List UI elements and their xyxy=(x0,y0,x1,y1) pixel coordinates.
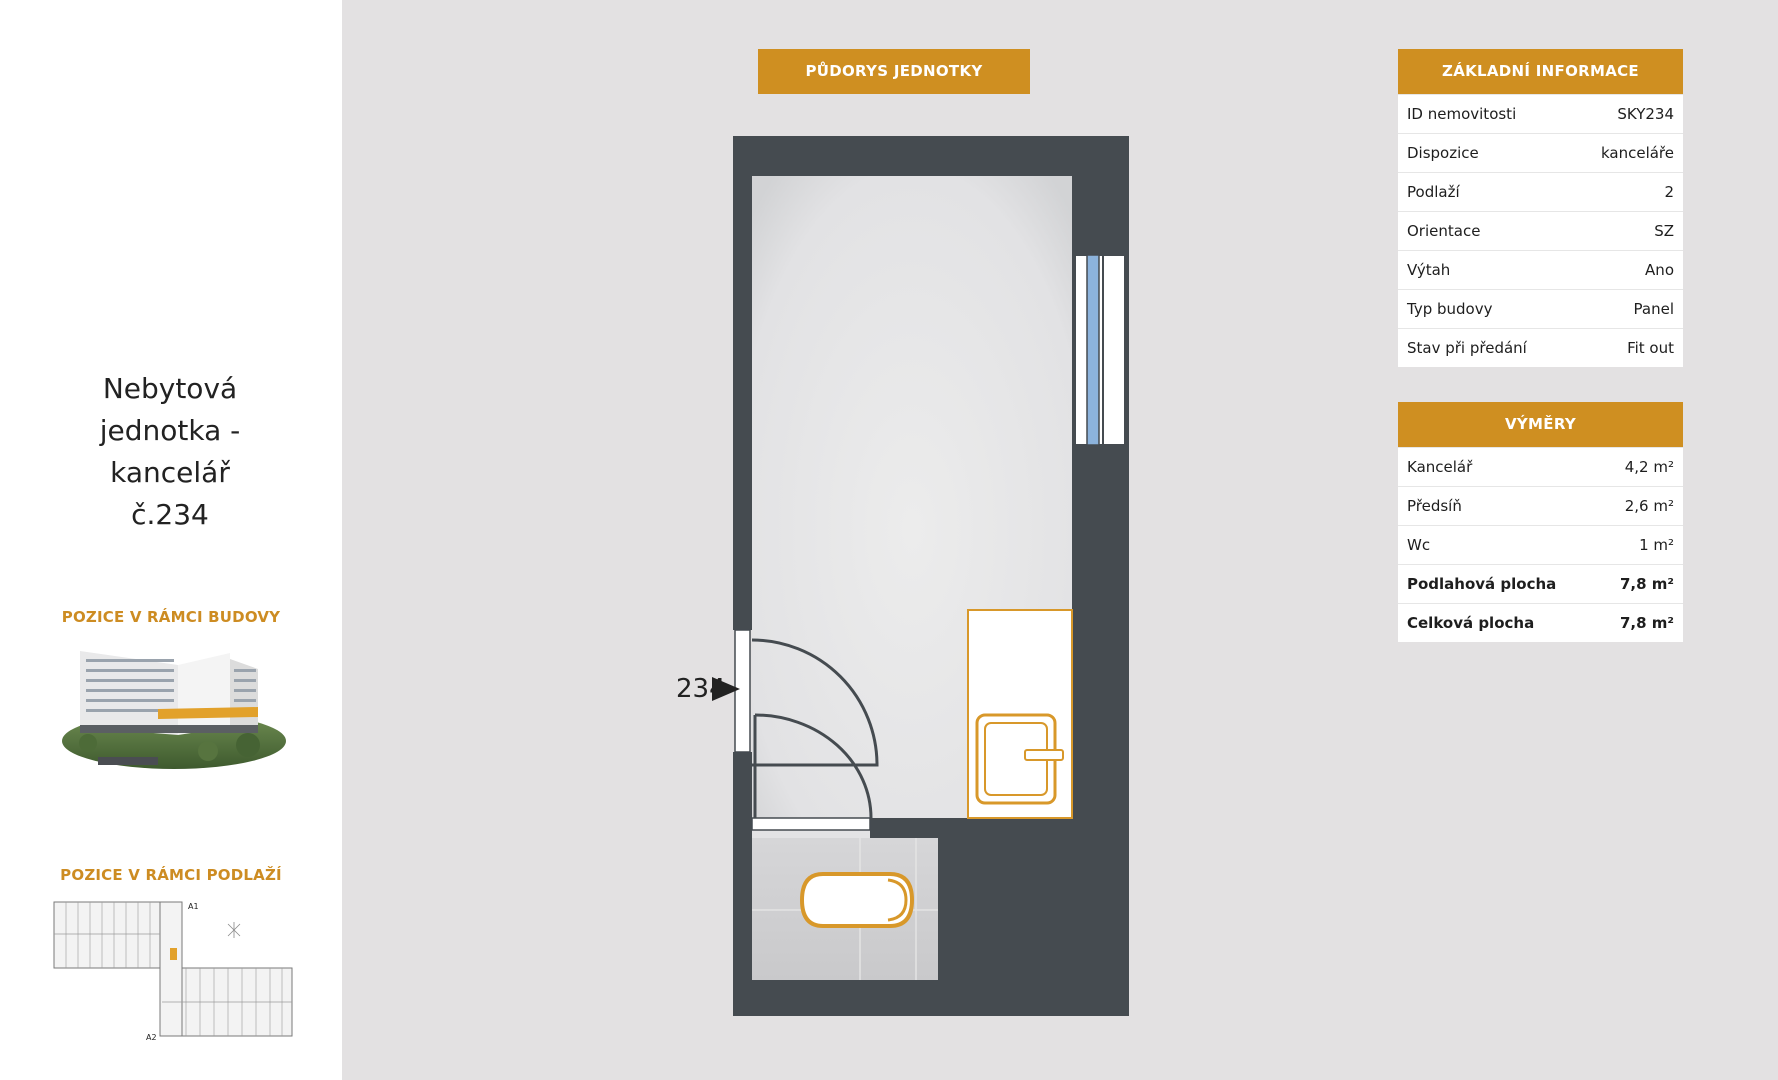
area-label: Podlahová plocha xyxy=(1407,575,1557,593)
entrance-arrow-icon xyxy=(712,677,740,701)
unit-title-line-3: kancelář xyxy=(110,456,230,489)
info-value: SKY234 xyxy=(1617,105,1674,123)
area-row-wc: Wc 1 m² xyxy=(1398,525,1683,564)
area-value: 1 m² xyxy=(1639,536,1674,554)
info-row-layout: Dispozice kanceláře xyxy=(1398,133,1683,172)
info-value: kanceláře xyxy=(1600,144,1674,162)
area-value: 7,8 m² xyxy=(1620,575,1674,593)
unit-floor-plan: 234 xyxy=(676,136,1129,1016)
window xyxy=(1074,254,1126,446)
info-row-floor: Podlaží 2 xyxy=(1398,172,1683,211)
areas-panel: VÝMĚRY Kancelář 4,2 m² Předsíň 2,6 m² Wc… xyxy=(1398,402,1683,642)
wing-a2-label: A2 xyxy=(146,1033,157,1042)
area-row-floor-area: Podlahová plocha 7,8 m² xyxy=(1398,564,1683,603)
info-label: Orientace xyxy=(1407,222,1481,240)
area-label: Celková plocha xyxy=(1407,614,1535,632)
area-label: Předsíň xyxy=(1407,497,1462,515)
info-value: 2 xyxy=(1664,183,1674,201)
unit-title-line-4: č.234 xyxy=(131,498,209,531)
info-value: Ano xyxy=(1645,261,1674,279)
floor-plan-thumbnail[interactable]: A1 A2 xyxy=(50,898,296,1042)
info-label: Stav při předání xyxy=(1407,339,1527,357)
info-label: ID nemovitosti xyxy=(1407,105,1517,123)
info-label: Podlaží xyxy=(1407,183,1460,201)
info-value: Fit out xyxy=(1627,339,1674,357)
building-thumbnail[interactable] xyxy=(58,645,290,773)
compass-icon xyxy=(227,922,241,938)
info-row-id: ID nemovitosti SKY234 xyxy=(1398,94,1683,133)
wc-door-swing xyxy=(754,713,873,819)
info-row-handover-state: Stav při předání Fit out xyxy=(1398,328,1683,367)
sidebar: Nebytová jednotka - kancelář č.234 POZIC… xyxy=(0,0,342,1080)
info-value: SZ xyxy=(1654,222,1674,240)
info-value: Panel xyxy=(1633,300,1674,318)
area-row-office: Kancelář 4,2 m² xyxy=(1398,447,1683,486)
area-value: 7,8 m² xyxy=(1620,614,1674,632)
unit-title: Nebytová jednotka - kancelář č.234 xyxy=(20,368,320,536)
wing-a1-label: A1 xyxy=(188,902,199,911)
basic-info-header: ZÁKLADNÍ INFORMACE xyxy=(1398,49,1683,94)
areas-header: VÝMĚRY xyxy=(1398,402,1683,447)
info-row-orientation: Orientace SZ xyxy=(1398,211,1683,250)
area-label: Kancelář xyxy=(1407,458,1473,476)
area-label: Wc xyxy=(1407,536,1431,554)
area-row-total-area: Celková plocha 7,8 m² xyxy=(1398,603,1683,642)
area-value: 2,6 m² xyxy=(1624,497,1674,515)
floor-position-label: POZICE V RÁMCI PODLAŽÍ xyxy=(60,866,282,884)
building-position-label: POZICE V RÁMCI BUDOVY xyxy=(61,608,281,626)
area-row-hallway: Předsíň 2,6 m² xyxy=(1398,486,1683,525)
area-value: 4,2 m² xyxy=(1624,458,1674,476)
unit-title-line-2: jednotka - xyxy=(99,414,241,447)
unit-position-marker xyxy=(170,948,177,960)
info-row-building-type: Typ budovy Panel xyxy=(1398,289,1683,328)
basic-info-panel: ZÁKLADNÍ INFORMACE ID nemovitosti SKY234… xyxy=(1398,49,1683,367)
info-label: Dispozice xyxy=(1407,144,1479,162)
unit-title-line-1: Nebytová xyxy=(102,372,238,405)
entrance-door-swing xyxy=(751,638,879,767)
toilet-icon xyxy=(799,872,915,928)
floor-plan-header: PŮDORYS JEDNOTKY xyxy=(758,49,1030,94)
info-label: Typ budovy xyxy=(1407,300,1493,318)
info-row-elevator: Výtah Ano xyxy=(1398,250,1683,289)
info-label: Výtah xyxy=(1407,261,1451,279)
